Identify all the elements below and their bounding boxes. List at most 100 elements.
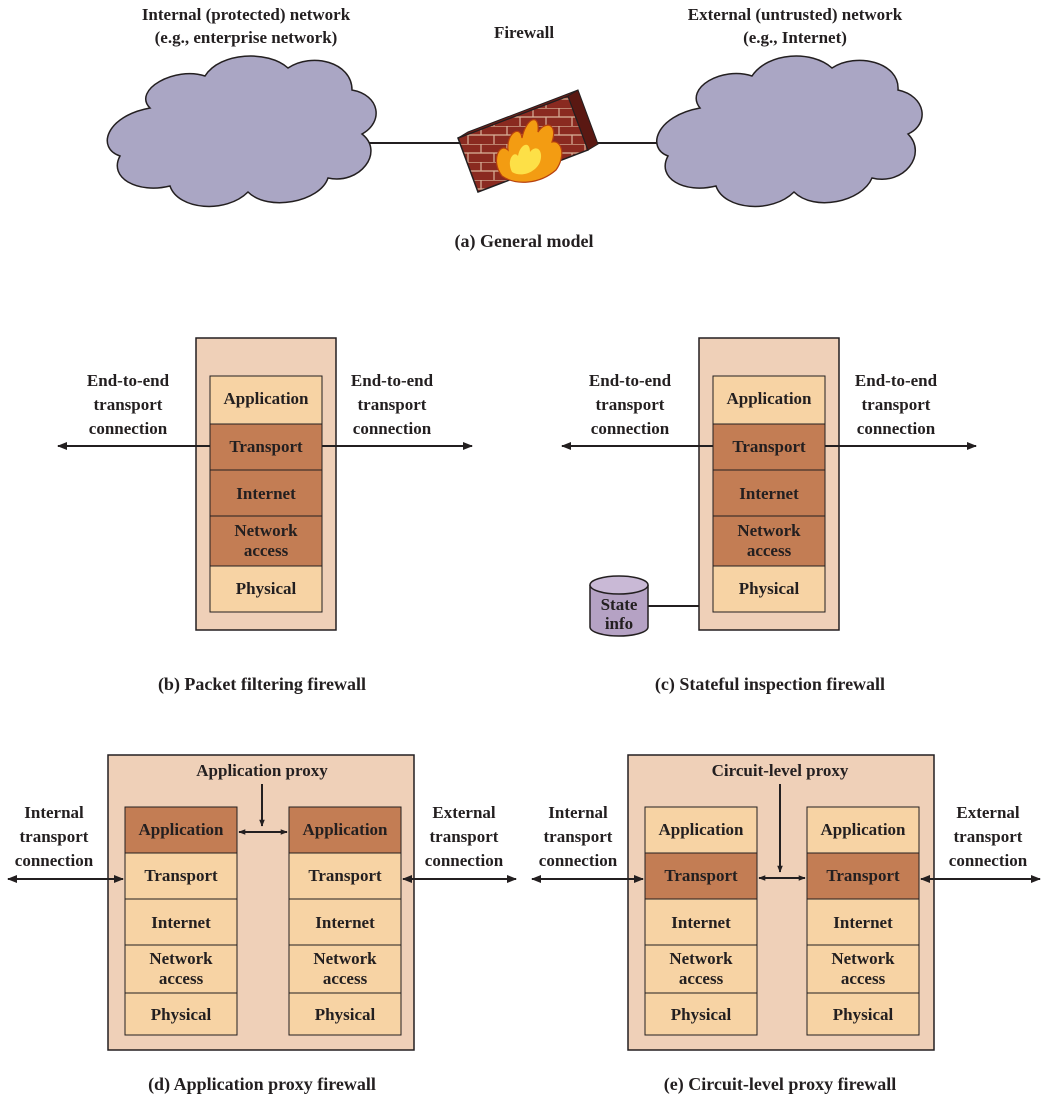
- layer-label-internet: Internet: [671, 913, 731, 932]
- left-layer-transport: [644, 852, 758, 900]
- layer-label-physical: Physical: [671, 1005, 732, 1024]
- right-connection-line3: connection: [857, 419, 936, 438]
- panel-c-stateful-inspection: Application Transport Internet Network a…: [561, 337, 977, 695]
- panel-e-caption: (e) Circuit-level proxy firewall: [664, 1074, 896, 1095]
- proxy-label: Circuit-level proxy: [712, 761, 849, 780]
- state-info-database-icon: [589, 575, 649, 637]
- layer-application: [712, 375, 826, 425]
- left-connection-line1: Internal: [548, 803, 608, 822]
- layer-label-access: access: [244, 541, 289, 560]
- right-layer-application: [288, 806, 402, 854]
- right-layer-physical: [288, 992, 402, 1036]
- panel-c-caption: (c) Stateful inspection firewall: [655, 674, 885, 695]
- layer-label-transport: Transport: [229, 437, 303, 456]
- firewall-label: Firewall: [494, 23, 554, 42]
- layer-application: [209, 375, 323, 425]
- left-layer-physical: [644, 992, 758, 1036]
- right-connection-line1: End-to-end: [351, 371, 434, 390]
- layer-label-network: Network: [234, 521, 298, 540]
- panel-d-caption: (d) Application proxy firewall: [148, 1074, 376, 1095]
- layer-label-transport: Transport: [826, 866, 900, 885]
- left-layer-application: [644, 806, 758, 854]
- left-connection-line3: connection: [89, 419, 168, 438]
- panel-d-application-proxy: Application proxy Application Transport …: [7, 754, 517, 1095]
- layer-label-network: Network: [149, 949, 213, 968]
- proxy-label: Application proxy: [196, 761, 328, 780]
- layer-label-internet: Internet: [833, 913, 893, 932]
- layer-internet: [712, 469, 826, 517]
- right-connection-line2: transport: [954, 827, 1023, 846]
- right-layer-network-access: [288, 944, 402, 994]
- layer-label-internet: Internet: [236, 484, 296, 503]
- right-layer-network-access: [806, 944, 920, 994]
- layer-label-application: Application: [726, 389, 812, 408]
- right-connection-line3: connection: [353, 419, 432, 438]
- right-layer-internet: [288, 898, 402, 946]
- layer-label-application: Application: [138, 820, 224, 839]
- left-connection-line1: End-to-end: [589, 371, 672, 390]
- layer-label-transport: Transport: [664, 866, 738, 885]
- layer-physical: [712, 565, 826, 613]
- right-layer-transport: [806, 852, 920, 900]
- state-info-label-line2: info: [605, 614, 633, 633]
- internal-network-cloud-icon: [106, 55, 377, 208]
- left-layer-network-access: [644, 944, 758, 994]
- layer-label-physical: Physical: [833, 1005, 894, 1024]
- layer-transport: [209, 423, 323, 471]
- layer-label-network: Network: [737, 521, 801, 540]
- layer-label-network: Network: [313, 949, 377, 968]
- layer-label-application: Application: [658, 820, 744, 839]
- internal-network-example: (e.g., enterprise network): [155, 28, 338, 47]
- layer-label-physical: Physical: [739, 579, 800, 598]
- left-connection-line1: Internal: [24, 803, 84, 822]
- left-connection-line3: connection: [591, 419, 670, 438]
- left-connection-line3: connection: [15, 851, 94, 870]
- layer-label-physical: Physical: [151, 1005, 212, 1024]
- right-connection-line1: External: [956, 803, 1020, 822]
- layer-label-transport: Transport: [308, 866, 382, 885]
- right-connection-line1: External: [432, 803, 496, 822]
- layer-label-access: access: [159, 969, 204, 988]
- right-connection-line1: End-to-end: [855, 371, 938, 390]
- external-network-cloud-icon: [656, 55, 923, 208]
- left-layer-network-access: [124, 944, 238, 994]
- right-connection-line2: transport: [862, 395, 931, 414]
- left-connection-line2: transport: [596, 395, 665, 414]
- layer-label-transport: Transport: [144, 866, 218, 885]
- layer-network-access: [712, 515, 826, 567]
- layer-label-physical: Physical: [236, 579, 297, 598]
- left-connection-line2: transport: [94, 395, 163, 414]
- layer-label-transport: Transport: [732, 437, 806, 456]
- layer-label-application: Application: [820, 820, 906, 839]
- panel-b-packet-filtering: Application Transport Internet Network a…: [57, 337, 473, 695]
- right-connection-line2: transport: [358, 395, 427, 414]
- fire-flame-icon: [495, 119, 563, 183]
- left-connection-line1: End-to-end: [87, 371, 170, 390]
- layer-transport: [712, 423, 826, 471]
- layer-label-physical: Physical: [315, 1005, 376, 1024]
- layer-label-network: Network: [831, 949, 895, 968]
- layer-label-internet: Internet: [315, 913, 375, 932]
- layer-label-internet: Internet: [739, 484, 799, 503]
- layer-physical: [209, 565, 323, 613]
- right-connection-line3: connection: [949, 851, 1028, 870]
- layer-internet: [209, 469, 323, 517]
- left-layer-physical: [124, 992, 238, 1036]
- state-info-label-line1: State: [601, 595, 638, 614]
- layer-label-access: access: [747, 541, 792, 560]
- panel-a-caption: (a) General model: [455, 231, 594, 252]
- layer-label-access: access: [841, 969, 886, 988]
- left-layer-internet: [644, 898, 758, 946]
- layer-label-access: access: [679, 969, 724, 988]
- panel-e-circuit-level-proxy: Circuit-level proxy Application Transpor…: [531, 754, 1041, 1095]
- right-layer-physical: [806, 992, 920, 1036]
- left-connection-line2: transport: [544, 827, 613, 846]
- right-connection-line2: transport: [430, 827, 499, 846]
- panel-b-caption: (b) Packet filtering firewall: [158, 674, 366, 695]
- left-connection-line2: transport: [20, 827, 89, 846]
- right-connection-line3: connection: [425, 851, 504, 870]
- right-layer-internet: [806, 898, 920, 946]
- external-network-label: External (untrusted) network: [688, 5, 903, 24]
- layer-label-network: Network: [669, 949, 733, 968]
